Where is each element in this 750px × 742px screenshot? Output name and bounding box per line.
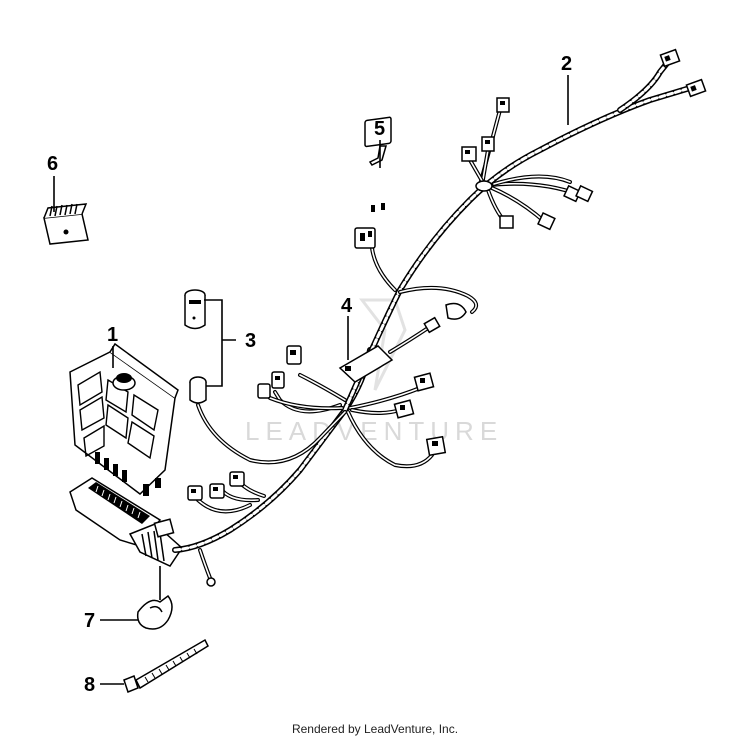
callout-2: 2 [561,53,572,75]
callout-3: 3 [245,330,256,352]
part-5-relay [364,116,392,212]
callout-1: 1 [107,324,118,346]
part-1-ecu [69,342,179,496]
callout-numbers: 1 2 3 4 5 6 7 8 [47,53,572,696]
harness-connectors [187,48,707,501]
part-3-sensor [184,289,207,404]
footer-credit: Rendered by LeadVenture, Inc. [291,722,459,736]
part-8-cable-tie [123,638,209,693]
leader-3 [204,299,236,387]
callout-6: 6 [47,153,58,175]
part-6-terminal-block [43,203,89,245]
callout-7: 7 [84,610,95,632]
callout-4: 4 [341,295,353,317]
watermark: LEADVENTURE [245,298,503,446]
callout-8: 8 [84,674,95,696]
watermark-text: LEADVENTURE [245,416,503,446]
leader-7 [100,566,161,621]
part-2-wiring-harness [172,59,693,587]
callout-5: 5 [374,118,385,140]
part-7-clip [136,594,173,630]
ecu-connector [69,477,183,567]
leader-lines [53,75,569,685]
